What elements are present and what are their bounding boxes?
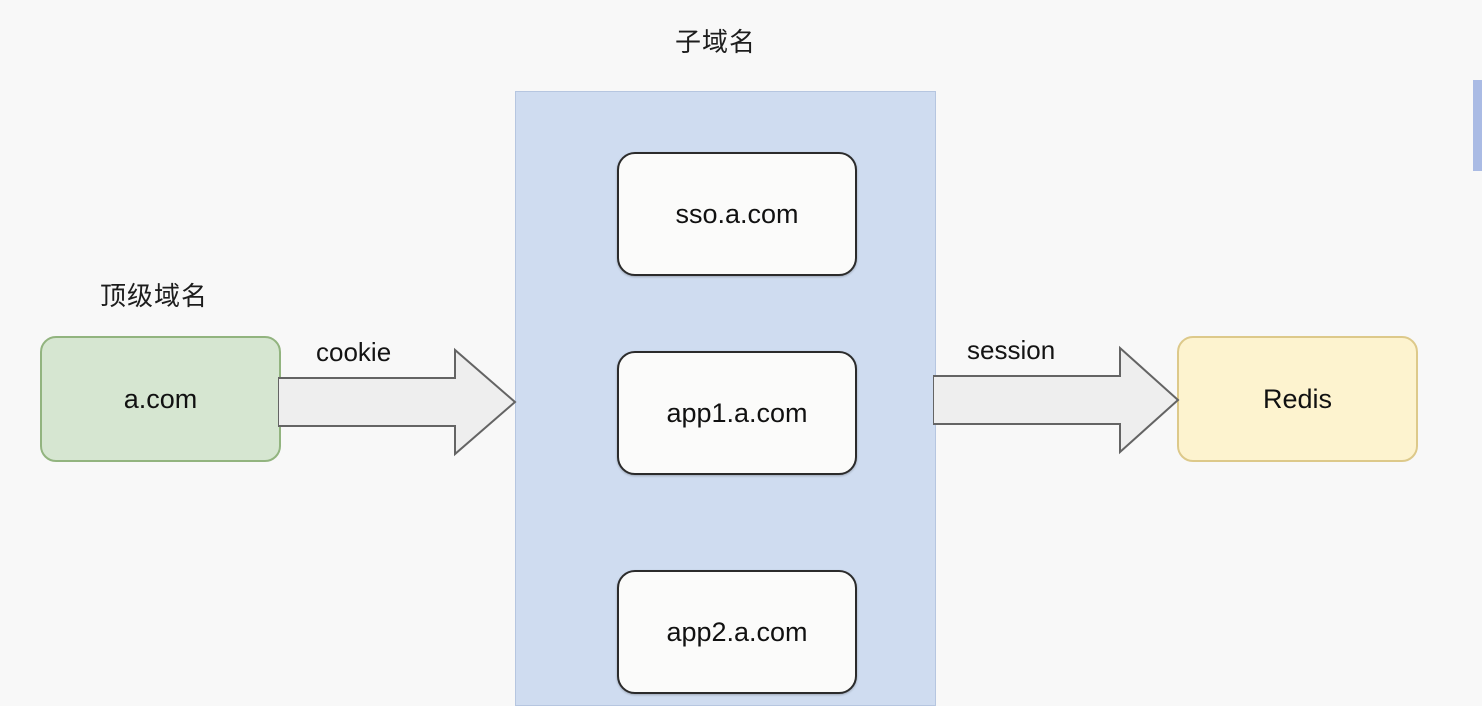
session-arrow-icon [933, 345, 1180, 455]
top-level-domain-title: 顶级域名 [100, 282, 209, 312]
subdomain-group-title: 子域名 [675, 28, 757, 58]
node-app2-a-com[interactable]: app2.a.com [617, 570, 857, 694]
node-sso-a-com[interactable]: sso.a.com [617, 152, 857, 276]
node-a-com[interactable]: a.com [40, 336, 281, 462]
node-redis[interactable]: Redis [1177, 336, 1418, 462]
right-edge-accent-bar [1473, 80, 1482, 171]
cookie-arrow-label: cookie [316, 337, 392, 367]
session-arrow-label: session [967, 335, 1056, 365]
cookie-arrow-icon [278, 347, 517, 457]
node-app1-a-com[interactable]: app1.a.com [617, 351, 857, 475]
